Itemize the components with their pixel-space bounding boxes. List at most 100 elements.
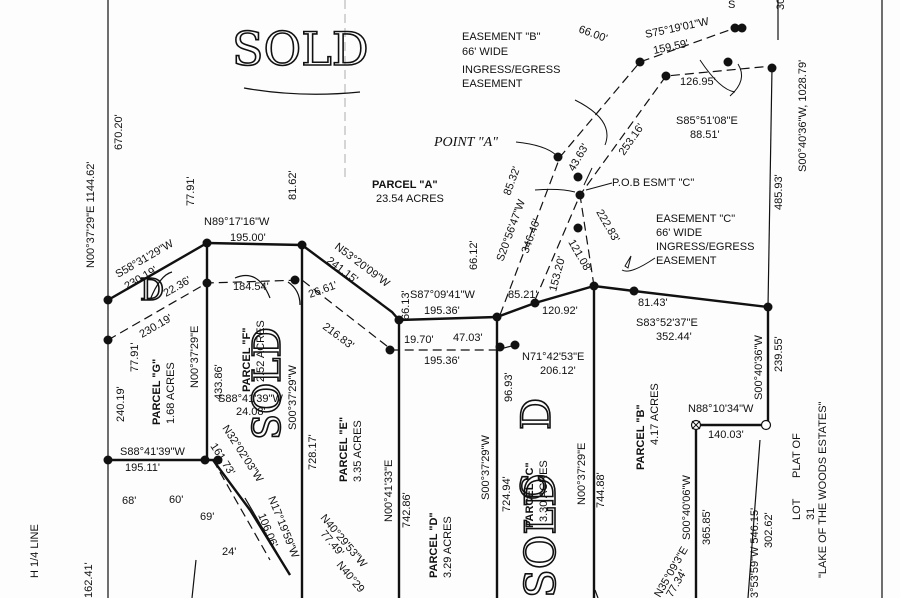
svg-text:195.36': 195.36' [424,305,460,317]
svg-text:EASEMENT: EASEMENT [462,78,523,90]
svg-text:742.86': 742.86' [401,492,413,528]
lot-number: 31 [805,508,817,520]
parcel-b-area: 4.17 ACRES [649,383,661,445]
svg-text:3°53'59"W 546.15': 3°53'59"W 546.15' [749,508,761,598]
svg-text:69': 69' [200,511,214,523]
plat-name-label: "LAKE OF THE WOODS ESTATES" [817,401,829,578]
svg-text:68': 68' [122,495,136,507]
svg-text:S00°40'36"W, 1028.79': S00°40'36"W, 1028.79' [797,60,809,172]
easement-c-line [579,194,595,287]
svg-text:239.55': 239.55' [773,336,785,372]
parcel-c-name: PARCEL "C" [524,462,536,528]
svg-text:66' WIDE: 66' WIDE [462,46,508,58]
d-handwriting-c: D [514,398,560,430]
plat-of-label: PLAT OF [791,433,803,478]
plat-boundary [747,439,761,598]
svg-text:30: 30 [775,0,787,10]
parcel-a-label: PARCEL "A" 23.54 ACRES [372,179,444,205]
monument-dots [103,23,777,465]
parcel-e-name: PARCEL "E" [338,417,350,482]
svg-text:724.94': 724.94' [501,476,513,512]
svg-text:66.13': 66.13' [400,290,412,320]
easement-dashed-west [107,279,516,351]
svg-text:77.91': 77.91' [185,176,197,206]
parcel-g-name: PARCEL "G" [151,359,163,425]
south-stub [594,589,599,598]
point-a-label: POINT "A" [433,135,498,150]
svg-text:47.03': 47.03' [453,332,483,344]
svg-text:19.70': 19.70' [404,334,434,346]
parcel-f-name: PARCEL "F" [241,328,253,392]
svg-text:N00°37'29"E 1144.62': N00°37'29"E 1144.62' [85,162,97,269]
svg-text:96.93': 96.93' [503,372,515,402]
svg-text:PARCEL "A": PARCEL "A" [372,179,438,191]
easement-c-note: EASEMENT "C" 66' WIDE INGRESS/EGRESS EAS… [656,213,754,267]
parcel-e-area: 3.35 ACRES [352,420,364,482]
svg-text:23.54 ACRES: 23.54 ACRES [376,193,444,205]
diagonal-stroke [244,497,291,576]
svg-text:728.17': 728.17' [307,434,319,470]
svg-text:195.00': 195.00' [230,232,266,244]
east-top-line [767,67,773,308]
svg-text:S85°51'08"E: S85°51'08"E [676,115,738,127]
svg-text:S00°40'06"W: S00°40'06"W [681,475,693,540]
svg-text:EASEMENT "B": EASEMENT "B" [462,31,541,43]
leader-arrows [515,59,743,272]
svg-text:24.08': 24.08' [236,406,266,418]
svg-text:S83°52'37"E: S83°52'37"E [636,317,698,329]
parcel-boundary-north [107,241,769,322]
svg-text:352.44': 352.44' [656,331,692,343]
svg-text:22.36': 22.36' [162,274,194,299]
svg-text:N71°42'53"E: N71°42'53"E [522,351,584,363]
easement-south-dash [212,459,271,561]
svg-text:81.43': 81.43' [638,297,668,309]
svg-text:346.46': 346.46' [520,217,544,255]
svg-text:N00°37'29"E: N00°37'29"E [576,443,588,505]
svg-text:S88°41'39"W: S88°41'39"W [120,446,185,458]
svg-text:S00°37'29"W: S00°37'29"W [480,435,492,500]
svg-text:24': 24' [222,546,236,558]
sold-handwriting-right: SOLD [516,473,565,598]
svg-text:195.36': 195.36' [424,355,460,367]
svg-text:120.92': 120.92' [542,305,578,317]
svg-text:485.93': 485.93' [773,174,785,210]
svg-text:S: S [728,0,735,11]
svg-text:195.11': 195.11' [125,462,160,474]
svg-text:66.12': 66.12' [468,240,480,270]
svg-text:43.63': 43.63' [566,142,591,174]
svg-text:S88°41'39"W: S88°41'39"W [218,393,283,405]
parcel-d-area: 3.29 ACRES [442,516,454,578]
svg-text:S00°37'29"W: S00°37'29"W [287,365,299,430]
svg-text:140.03': 140.03' [708,429,744,441]
pob-label: P.O.B ESM'T "C" [612,177,694,189]
svg-text:81.62': 81.62' [287,170,299,200]
svg-text:S75°19'01"W: S75°19'01"W [644,16,711,41]
parcel-c-area: 3.30 ACRES [538,460,550,522]
svg-text:INGRESS/EGRESS: INGRESS/EGRESS [656,241,754,253]
svg-text:216.83': 216.83' [320,321,356,352]
lot-label: LOT [791,498,803,520]
svg-text:66' WIDE: 66' WIDE [656,227,702,239]
svg-text:S87°09'41"W: S87°09'41"W [410,289,475,301]
svg-text:77.91': 77.91' [129,342,141,372]
svg-text:253.16': 253.16' [617,122,647,158]
quarter-line-label: H 1/4 LINE [29,524,41,578]
curve-e [287,281,301,306]
svg-text:S00°40'36"W: S00°40'36"W [753,335,765,400]
svg-text:N00°41'33"E: N00°41'33"E [383,460,395,522]
sold-handwriting-f: SOLD [245,327,289,440]
open-monuments [690,419,772,431]
south-stroke [191,559,197,598]
sold-handwriting-top: SOLD [231,21,369,95]
svg-text:240.19': 240.19' [115,386,127,422]
curve-f [234,274,271,299]
svg-text:N89°17'16"W: N89°17'16"W [204,216,270,228]
svg-text:302.62': 302.62' [763,512,775,548]
svg-text:159.59': 159.59' [652,38,689,57]
svg-text:EASEMENT: EASEMENT [656,255,717,267]
curve-g [149,271,173,301]
svg-text:N00°37'29"E: N00°37'29"E [189,326,201,388]
parcel-g-area: 1.68 ACRES [165,362,177,424]
svg-text:670.20': 670.20' [113,114,125,150]
